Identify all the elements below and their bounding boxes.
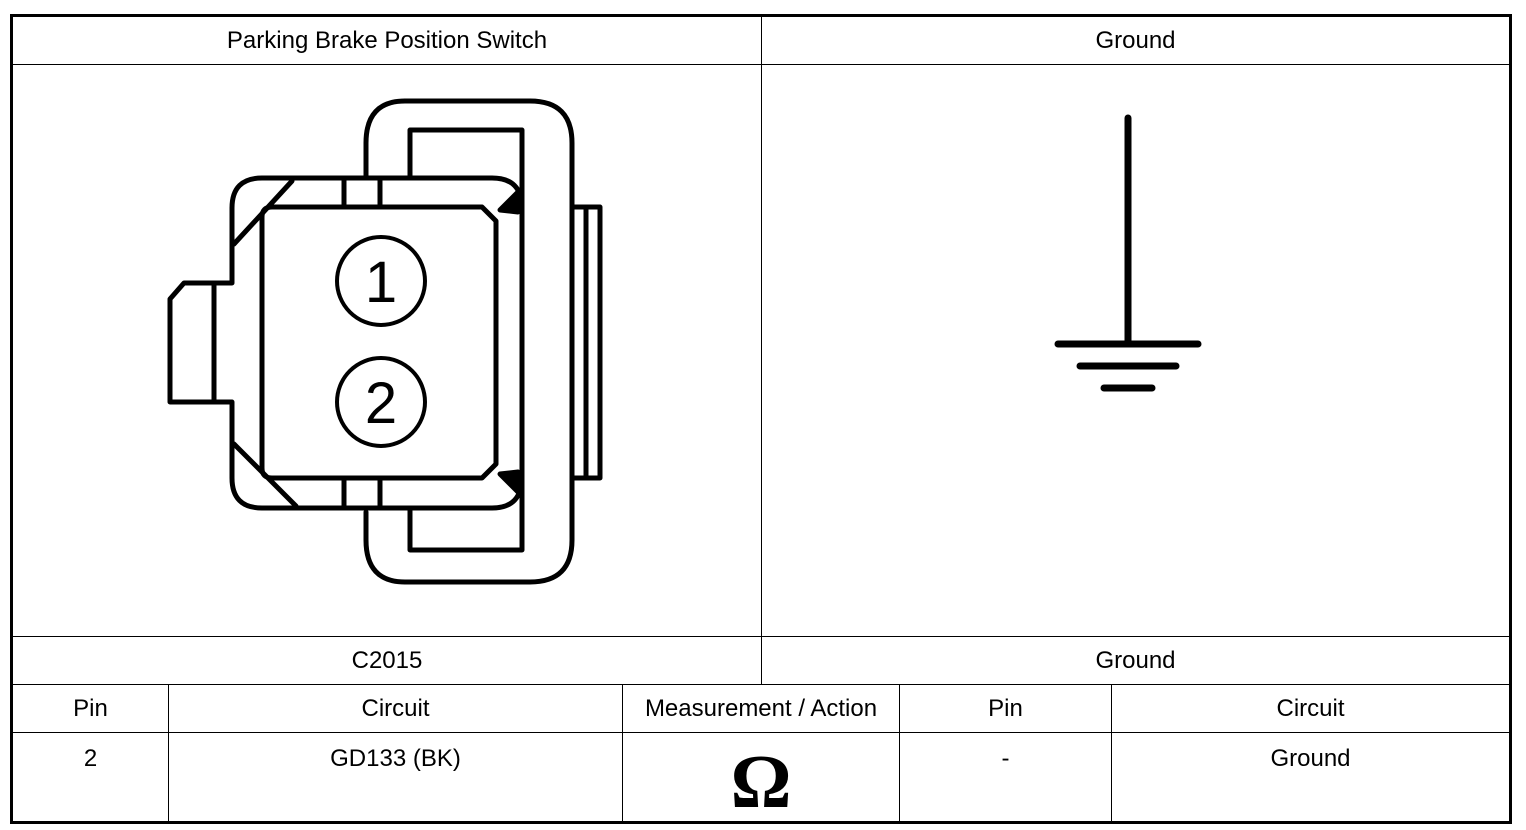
connector-title: Parking Brake Position Switch [226, 26, 548, 54]
diagram-frame: Parking Brake Position Switch Ground C20… [10, 14, 1512, 824]
pin-number-2: 2 [365, 371, 397, 436]
connector-face-diagram: 1 2 [167, 98, 603, 585]
row-circuit: GD133 (BK) [330, 745, 461, 772]
latch-window [407, 127, 525, 553]
column-header-pin: Pin [73, 694, 108, 722]
latch-outer [363, 98, 575, 585]
pin-cavity-2 [335, 356, 427, 448]
ground-title: Ground [1095, 26, 1176, 54]
row-pin-2: - [1001, 745, 1010, 772]
body-outer [167, 175, 525, 511]
column-header-measurement: Measurement / Action [644, 694, 878, 722]
row-circuit-2: Ground [1270, 745, 1351, 772]
column-header-pin-2: Pin [988, 694, 1023, 722]
rule-table-header [13, 732, 1509, 733]
rule-col-4 [1111, 684, 1112, 821]
ohm-symbol: Ω [730, 739, 792, 824]
latch-outer-top [363, 98, 408, 181]
rule-footer [13, 684, 1509, 685]
row-pin: 2 [83, 745, 98, 772]
pin-number-1: 1 [365, 250, 397, 315]
rule-col-3 [899, 684, 900, 821]
ground-symbol-icon [1054, 114, 1202, 392]
column-header-circuit-2: Circuit [1276, 694, 1345, 722]
rule-center [761, 17, 762, 684]
rule-col-1 [168, 684, 169, 821]
body-inner [259, 204, 499, 481]
ground-label: Ground [1095, 646, 1176, 674]
column-header-circuit: Circuit [361, 694, 430, 722]
pin-cavity-1 [335, 235, 427, 327]
rule-col-2 [622, 684, 623, 821]
connector-id-label: C2015 [351, 646, 423, 674]
